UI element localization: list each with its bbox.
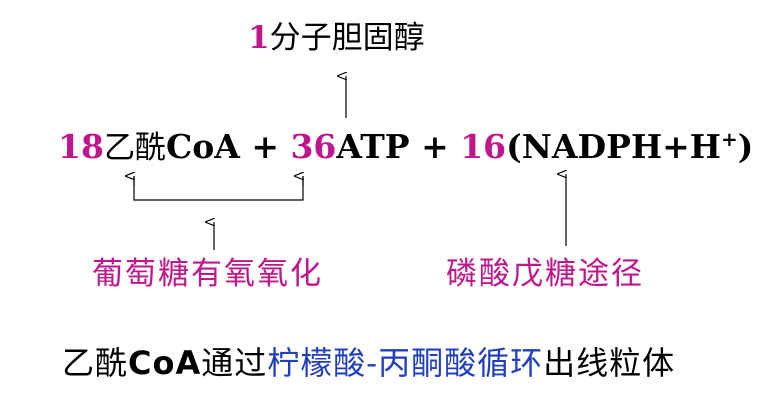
caption-exit-mitochondria: 出线粒体	[543, 344, 676, 382]
plus-sign: +	[239, 127, 291, 166]
caption-via: 通过	[201, 344, 268, 382]
nadph-label: (NADPH+H	[506, 127, 721, 166]
caption-coa: CoA	[128, 344, 202, 382]
atp-coefficient: 36	[290, 127, 337, 166]
nadph-superscript: +	[720, 127, 738, 151]
caption: 乙酰CoA通过柠檬酸-丙酮酸循环出线粒体	[62, 342, 675, 384]
atp-label: ATP	[336, 127, 410, 166]
nadph-coefficient: 16	[460, 127, 507, 166]
product-count: 1	[248, 20, 270, 56]
bracket-acetylcoa-atp	[133, 176, 304, 201]
coa-label: CoA	[165, 127, 240, 166]
nadph-close: )	[737, 127, 754, 166]
pentose-phosphate-label: 磷酸戊糖途径	[446, 256, 644, 292]
acetyl-label: 乙酰	[103, 130, 166, 166]
citrate-pyruvate-cycle: 柠檬酸-丙酮酸循环	[267, 344, 544, 382]
glucose-oxidation-label: 葡萄糖有氧氧化	[92, 256, 323, 292]
acetyl-coa-coefficient: 18	[58, 127, 104, 166]
reaction-equation: 18乙酰CoA + 36ATP + 16(NADPH+H+)	[58, 126, 753, 169]
caption-acetyl: 乙酰	[62, 344, 129, 382]
product-name: 分子胆固醇	[269, 20, 425, 56]
product-label: 1分子胆固醇	[248, 18, 425, 58]
plus-sign: +	[409, 127, 461, 166]
